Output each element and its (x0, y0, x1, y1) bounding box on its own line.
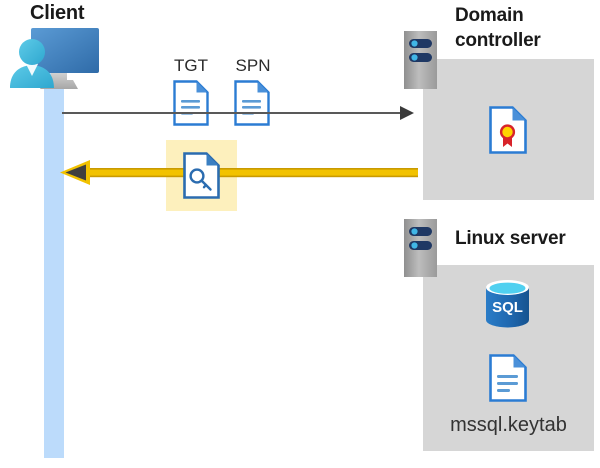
response-arrow (60, 158, 418, 188)
linux-server-title: Linux server (455, 228, 566, 249)
domain-controller-title-line1: Domain (455, 5, 524, 26)
domain-controller-title-line2: controller (455, 30, 541, 51)
client-lifeline (44, 64, 64, 458)
sql-database-icon: SQL (484, 279, 531, 329)
domain-controller-server-icon (404, 31, 437, 89)
tgt-label: TGT (174, 56, 208, 75)
client-title: Client (30, 2, 85, 24)
domain-controller-title: Domain controller (455, 3, 595, 53)
spn-label: SPN (235, 56, 271, 75)
linux-server-icon (404, 219, 437, 277)
keytab-document-icon (489, 354, 527, 402)
request-arrow (62, 104, 414, 122)
svg-text:SQL: SQL (492, 299, 523, 316)
keytab-filename-label: mssql.keytab (450, 414, 567, 436)
workstation-user-icon (8, 26, 104, 100)
key-document-icon (183, 152, 220, 199)
certificate-document-icon (489, 106, 527, 154)
